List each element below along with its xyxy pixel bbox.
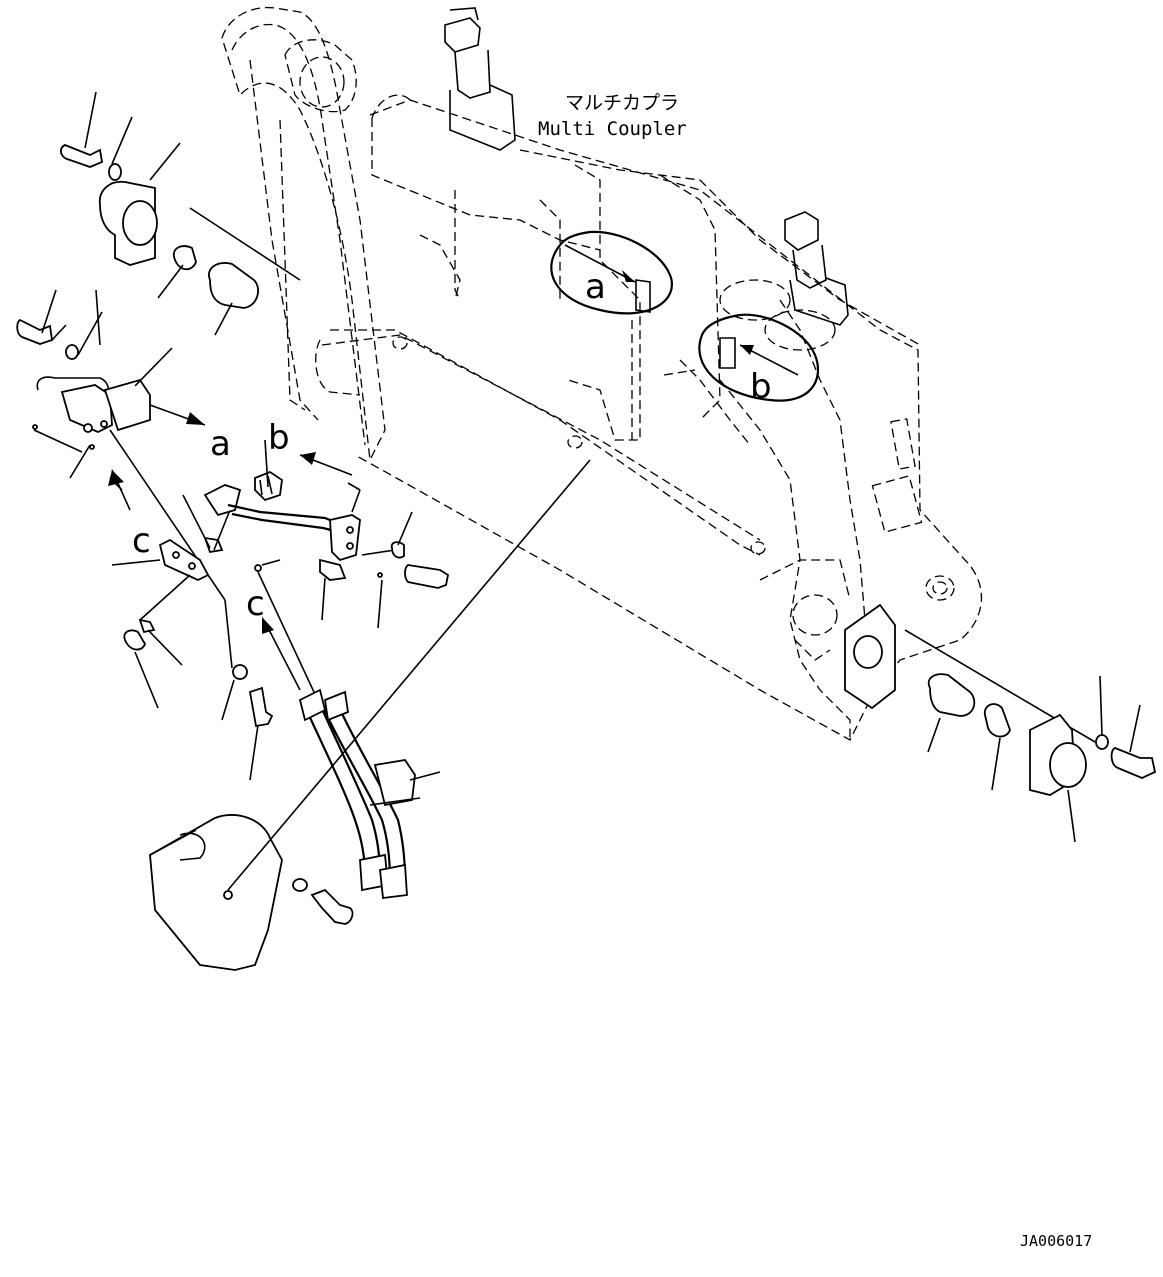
hose-pair bbox=[298, 688, 441, 900]
upper-fitting-left bbox=[444, 7, 516, 151]
title-japanese: マルチカプラ bbox=[565, 92, 679, 114]
view-b-label-left: b bbox=[268, 418, 290, 458]
b-clip: b bbox=[254, 418, 353, 502]
tube-assembly bbox=[203, 482, 450, 706]
upper-fitting-right bbox=[784, 211, 849, 326]
title-english: Multi Coupler bbox=[538, 118, 687, 140]
view-a-window: a bbox=[550, 230, 673, 315]
view-a-label-left: a bbox=[210, 424, 231, 464]
view-c-label-middle: c bbox=[246, 584, 265, 624]
right-pin-assembly bbox=[844, 603, 1157, 843]
view-b-window: b bbox=[698, 313, 820, 407]
drawing-id: JA006017 bbox=[1020, 1232, 1092, 1250]
view-c-label-left: c bbox=[132, 521, 151, 561]
left-bracket: a bbox=[16, 289, 233, 669]
left-pin-assembly bbox=[59, 91, 301, 336]
c-bracket: c bbox=[108, 469, 231, 709]
cover-plate bbox=[149, 459, 591, 971]
view-c-arrow-middle: c bbox=[246, 584, 301, 691]
view-b-label-frame: b bbox=[750, 367, 772, 407]
lower-bolt-left bbox=[221, 664, 274, 781]
view-a-label-frame: a bbox=[585, 267, 606, 307]
